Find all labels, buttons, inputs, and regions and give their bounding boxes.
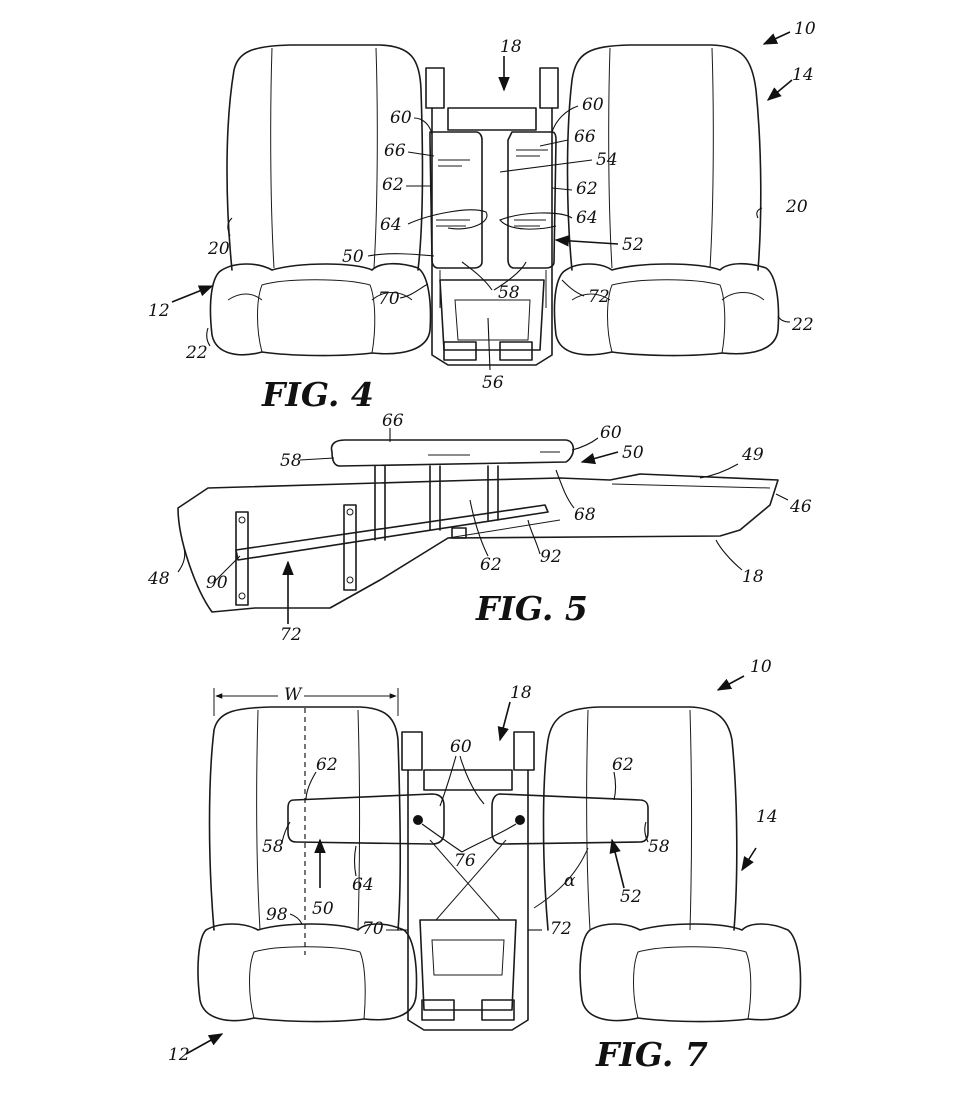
fig7-drawing xyxy=(198,688,801,1030)
ref-60: 60 xyxy=(390,108,412,128)
angle-alpha: α xyxy=(564,871,576,891)
fig5-drawing xyxy=(178,440,778,612)
ref-54: 54 xyxy=(596,150,618,170)
ref-64: 64 xyxy=(576,208,598,228)
ref-64: 64 xyxy=(380,215,402,235)
ref-50: 50 xyxy=(312,899,334,919)
ref-98: 98 xyxy=(266,905,288,925)
fig7-right-seat xyxy=(544,707,801,1022)
dimension-w: W xyxy=(284,685,303,705)
ref-50: 50 xyxy=(342,247,364,267)
ref-18: 18 xyxy=(500,37,522,57)
fig4-right-seat xyxy=(554,45,778,356)
ref-12: 12 xyxy=(168,1045,190,1065)
ref-62: 62 xyxy=(316,755,338,775)
ref-62: 62 xyxy=(382,175,404,195)
ref-12: 12 xyxy=(148,301,170,321)
fig4-title: FIG. 4 xyxy=(261,375,374,414)
ref-72: 72 xyxy=(280,625,302,645)
ref-58: 58 xyxy=(648,837,670,857)
ref-10: 10 xyxy=(750,657,772,677)
ref-66: 66 xyxy=(384,141,406,161)
fig4-center-console xyxy=(426,68,558,365)
fig7-title: FIG. 7 xyxy=(595,1035,708,1074)
ref-70: 70 xyxy=(378,289,400,309)
ref-20: 20 xyxy=(785,197,808,217)
ref-14: 14 xyxy=(792,65,814,85)
ref-14: 14 xyxy=(756,807,778,827)
ref-22: 22 xyxy=(791,315,814,335)
fig5-labels: 66 60 50 58 49 68 46 48 90 62 92 18 72 F… xyxy=(147,411,812,645)
ref-49: 49 xyxy=(741,445,764,465)
fig5-rail xyxy=(236,505,548,560)
ref-70: 70 xyxy=(362,919,384,939)
ref-52: 52 xyxy=(622,235,644,255)
fig7-labels: 10 W 18 60 62 62 58 58 76 14 64 50 α 52 … xyxy=(168,657,778,1074)
ref-18: 18 xyxy=(742,567,764,587)
fig5-title: FIG. 5 xyxy=(475,589,588,628)
ref-68: 68 xyxy=(574,505,596,525)
ref-60: 60 xyxy=(582,95,604,115)
ref-66: 66 xyxy=(574,127,596,147)
ref-58: 58 xyxy=(280,451,302,471)
fig4-armrest-pads xyxy=(430,132,556,268)
ref-10: 10 xyxy=(794,19,816,39)
fig7-armrests-deployed xyxy=(288,794,648,844)
ref-20: 20 xyxy=(207,239,230,259)
ref-90: 90 xyxy=(206,573,228,593)
ref-66: 66 xyxy=(382,411,404,431)
ref-22: 22 xyxy=(185,343,208,363)
ref-48: 48 xyxy=(147,569,170,589)
ref-62: 62 xyxy=(612,755,634,775)
ref-60: 60 xyxy=(600,423,622,443)
ref-60: 60 xyxy=(450,737,472,757)
ref-46: 46 xyxy=(789,497,812,517)
ref-64: 64 xyxy=(352,875,374,895)
fig7-width-dimension xyxy=(214,688,398,955)
fig7-left-seat xyxy=(198,707,417,1022)
ref-72: 72 xyxy=(588,287,610,307)
ref-92: 92 xyxy=(540,547,562,567)
ref-76: 76 xyxy=(454,851,476,871)
ref-62: 62 xyxy=(576,179,598,199)
ref-52: 52 xyxy=(620,887,642,907)
ref-58: 58 xyxy=(498,283,520,303)
ref-62: 62 xyxy=(480,555,502,575)
ref-72: 72 xyxy=(550,919,572,939)
ref-56: 56 xyxy=(482,373,504,393)
ref-18: 18 xyxy=(510,683,532,703)
fig5-armrest-pad xyxy=(332,440,574,466)
fig7-center-console xyxy=(402,732,534,1030)
fig4-drawing xyxy=(210,45,778,365)
ref-58: 58 xyxy=(262,837,284,857)
ref-50: 50 xyxy=(622,443,644,463)
